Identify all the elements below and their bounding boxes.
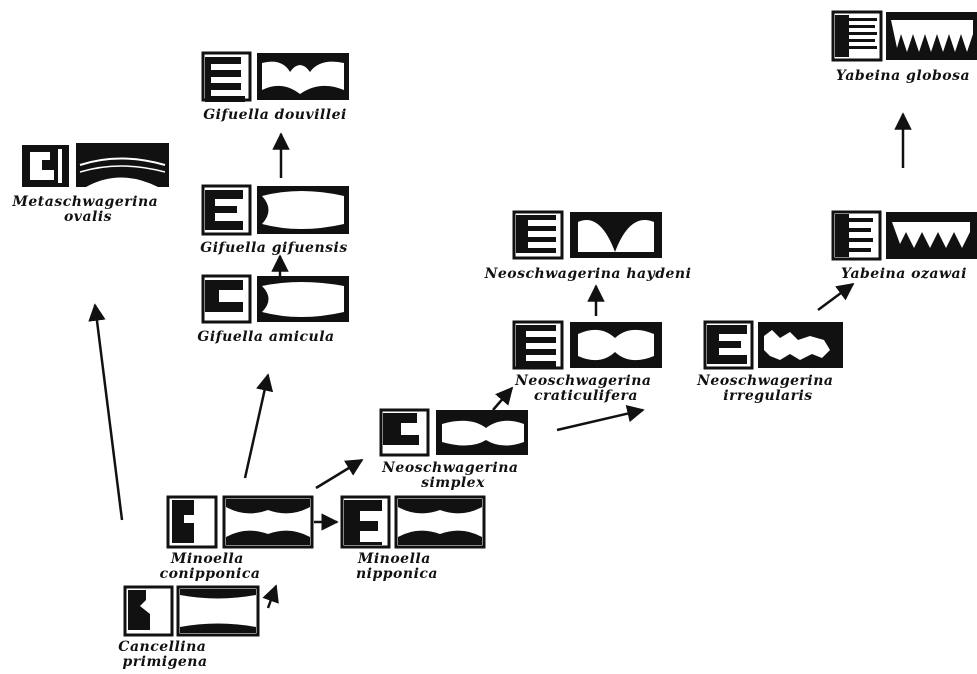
minoella-conipponica-icon (166, 495, 314, 549)
neoschwagerina-craticulifera-icon (512, 320, 662, 370)
label-neoschwagerina-irregularis: Neoschwagerina irregularis (696, 373, 839, 404)
arrow-to-irregularis (556, 405, 645, 432)
evolution-arrows (88, 112, 912, 609)
label-gifuella-amicula: Gifuella amicula (197, 329, 334, 345)
label-neoschwagerina-simplex: Neoschwagerina simplex (381, 460, 524, 491)
metaschwagerina-ovalis-icon (22, 143, 169, 187)
arrow-to-metaschwagerina (88, 303, 124, 521)
arrow-cancellina-to-minoella (262, 584, 279, 609)
arrow-to-craticulifera (492, 386, 514, 411)
arrow-to-gifuella-amicula (243, 373, 274, 479)
arrow-irregularis-to-ozawai (817, 282, 855, 312)
yabeina-ozawai-icon (831, 210, 977, 261)
neoschwagerina-haydeni-icon (512, 210, 662, 260)
minoella-nipponica-icon (340, 495, 486, 549)
neoschwagerina-irregularis-icon (703, 320, 843, 370)
label-gifuella-douvillei: Gifuella douvillei (203, 107, 347, 123)
label-yabeina-ozawai: Yabeina ozawai (841, 266, 967, 282)
label-minoella-conipponica: Minoella conipponica (160, 551, 261, 582)
yabeina-globosa-icon (831, 10, 977, 62)
label-metaschwagerina-ovalis: Metaschwagerina ovalis (11, 194, 163, 225)
label-cancellina-primigena: Cancellina primigena (118, 639, 211, 670)
label-minoella-nipponica: Minoella nipponica (356, 551, 438, 582)
label-neoschwagerina-haydeni: Neoschwagerina haydeni (484, 266, 692, 282)
label-yabeina-globosa: Yabeina globosa (836, 68, 970, 84)
label-gifuella-gifuensis: Gifuella gifuensis (200, 240, 347, 256)
gifuella-amicula-icon (201, 274, 349, 324)
neoschwagerina-simplex-icon (379, 408, 528, 457)
gifuella-gifuensis-icon (201, 184, 349, 236)
taxon-labels: Metaschwagerina ovalis Gifuella douville… (11, 68, 970, 670)
label-neoschwagerina-craticulifera: Neoschwagerina craticulifera (514, 373, 657, 404)
cancellina-primigena-icon (123, 585, 260, 637)
gifuella-douvillei-icon (201, 51, 349, 102)
arrow-to-neoschwagerina-simplex (315, 458, 364, 490)
shell-icons (22, 10, 977, 637)
